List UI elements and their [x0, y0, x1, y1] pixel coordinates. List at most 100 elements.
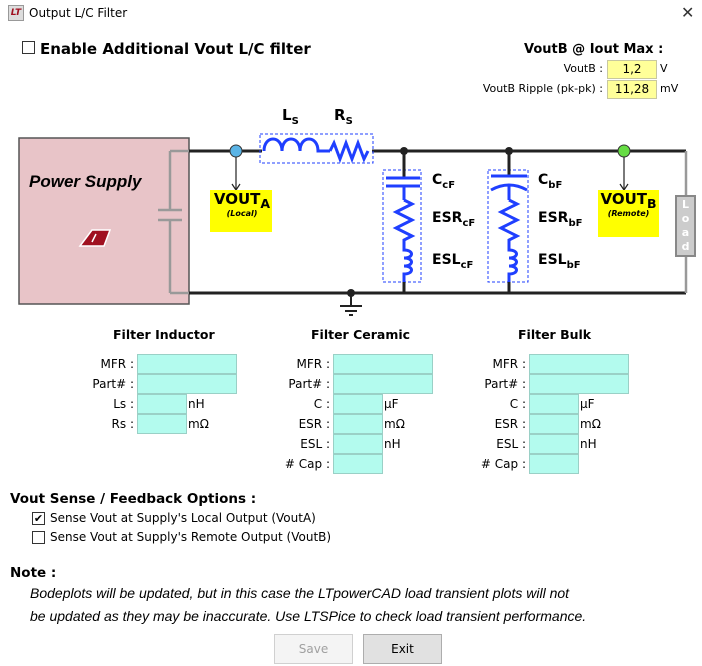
inductor-title: Filter Inductor	[113, 327, 215, 342]
ceramic-part-input[interactable]	[333, 374, 433, 394]
rs-label: RS	[334, 106, 353, 127]
sense-local-label: Sense Vout at Supply's Local Output (Vou…	[50, 511, 316, 525]
cb-label: CbF	[538, 172, 562, 191]
ceramic-cap	[386, 176, 420, 200]
window-title: Output L/C Filter	[29, 6, 128, 20]
ceramic-esl-unit: nH	[384, 437, 401, 451]
esrc-label: ESRcF	[432, 210, 475, 229]
cc-label: CcF	[432, 172, 455, 191]
ls-text: L	[282, 106, 292, 124]
enable-filter-checkbox[interactable]	[22, 41, 35, 54]
bulk-part-input[interactable]	[529, 374, 629, 394]
rs-input[interactable]	[137, 414, 187, 434]
voutb-unit: V	[660, 62, 668, 75]
bulk-c-unit: µF	[580, 397, 595, 411]
power-supply-label: Power Supply	[29, 172, 142, 191]
voutb-value: 1,2	[607, 60, 657, 79]
inductor-part-input[interactable]	[137, 374, 237, 394]
rs-sub: S	[345, 116, 353, 127]
eslc-label: ESLcF	[432, 252, 473, 271]
note-title: Note :	[10, 565, 57, 581]
inductor-ls	[262, 137, 330, 153]
sense-local-checkbox[interactable]: ✔	[32, 512, 45, 525]
bulk-mfr-input[interactable]	[529, 354, 629, 374]
voutb-label: VoutB :	[563, 62, 603, 75]
enable-filter-label: Enable Additional Vout L/C filter	[40, 40, 311, 58]
bulk-c-label: C :	[509, 397, 526, 411]
ceramic-esl-input[interactable]	[333, 434, 383, 454]
ripple-value: 11,28	[607, 80, 657, 99]
vouta-text: VOUT	[213, 190, 261, 208]
bulk-part-label: Part# :	[484, 377, 526, 391]
ceramic-esl-label: ESL :	[300, 437, 330, 451]
cc-sub: cF	[442, 179, 456, 191]
vouta-note: (Local)	[226, 209, 258, 218]
ls-unit: nH	[188, 397, 205, 411]
sense-remote-label: Sense Vout at Supply's Remote Output (Vo…	[50, 530, 332, 544]
voutb-highlight	[598, 190, 659, 237]
bulk-esr-input[interactable]	[529, 414, 579, 434]
voutb-note: (Remote)	[607, 209, 650, 218]
ceramic-c-label: C :	[313, 397, 330, 411]
eslb-text: ESL	[538, 252, 567, 268]
ceramic-mfr-input[interactable]	[333, 354, 433, 374]
voutb-summary-title: VoutB @ Iout Max :	[524, 42, 664, 57]
voutb-node-label: VOUTB(Remote)	[598, 190, 659, 218]
ceramic-esr-label: ESR :	[298, 417, 330, 431]
bulk-ncap-input[interactable]	[529, 454, 579, 474]
bulk-mfr-label: MFR :	[492, 357, 526, 371]
bulk-esl-label: ESL :	[496, 437, 526, 451]
eslc-text: ESL	[432, 252, 461, 268]
cb-text: C	[538, 172, 549, 188]
ceramic-esr-unit: mΩ	[384, 417, 405, 431]
ls-input[interactable]	[137, 394, 187, 414]
esrb-text: ESR	[538, 210, 569, 226]
eslb-label: ESLbF	[538, 252, 581, 271]
bulk-esl-unit: nH	[580, 437, 597, 451]
sense-remote-checkbox[interactable]	[32, 531, 45, 544]
bulk-esr-unit: mΩ	[580, 417, 601, 431]
voutb-sub: B	[646, 196, 657, 211]
save-button[interactable]: Save	[274, 634, 353, 664]
bulk-cap	[490, 174, 528, 200]
ceramic-c-unit: µF	[384, 397, 399, 411]
esrb-sub: bF	[568, 217, 583, 229]
bulk-ncap-label: # Cap :	[480, 457, 526, 471]
ceramic-ncap-input[interactable]	[333, 454, 383, 474]
vouta-sub: A	[260, 196, 271, 211]
node-vouta	[229, 144, 243, 158]
bulk-esl-input[interactable]	[529, 434, 579, 454]
rs-text: R	[334, 106, 346, 124]
ls-sub: S	[291, 116, 299, 127]
inductor-mfr-input[interactable]	[137, 354, 237, 374]
vouta-highlight	[210, 190, 272, 232]
ceramic-esr-input[interactable]	[333, 414, 383, 434]
inductor-mfr-label: MFR :	[100, 357, 134, 371]
vouta-label: VOUTA(Local)	[212, 190, 272, 218]
ceramic-title: Filter Ceramic	[311, 327, 411, 342]
ceramic-c-input[interactable]	[333, 394, 383, 414]
bulk-title: Filter Bulk	[518, 327, 592, 342]
resistor-rs	[328, 138, 370, 164]
esrc-sub: cF	[462, 217, 476, 229]
exit-button[interactable]: Exit	[363, 634, 442, 664]
lr-dashed-box	[259, 133, 374, 164]
bulk-esr-label: ESR :	[494, 417, 526, 431]
note-line-2: be updated as they may be inaccurate. Us…	[30, 608, 587, 624]
ceramic-part-label: Part# :	[288, 377, 330, 391]
ground-icon	[340, 293, 362, 316]
esrc-text: ESR	[432, 210, 463, 226]
ls-label: LS	[282, 106, 299, 127]
eslc-sub: cF	[460, 259, 474, 271]
ls-field-label: Ls :	[113, 397, 134, 411]
rs-field-label: Rs :	[111, 417, 134, 431]
node-voutb	[617, 144, 631, 158]
close-icon[interactable]: ✕	[681, 3, 695, 22]
inductor-part-label: Part# :	[92, 377, 134, 391]
load-block	[675, 195, 696, 257]
cb-sub: bF	[548, 179, 563, 191]
ceramic-mfr-label: MFR :	[296, 357, 330, 371]
bulk-c-input[interactable]	[529, 394, 579, 414]
app-icon: LT	[8, 5, 24, 21]
ripple-unit: mV	[660, 82, 679, 95]
